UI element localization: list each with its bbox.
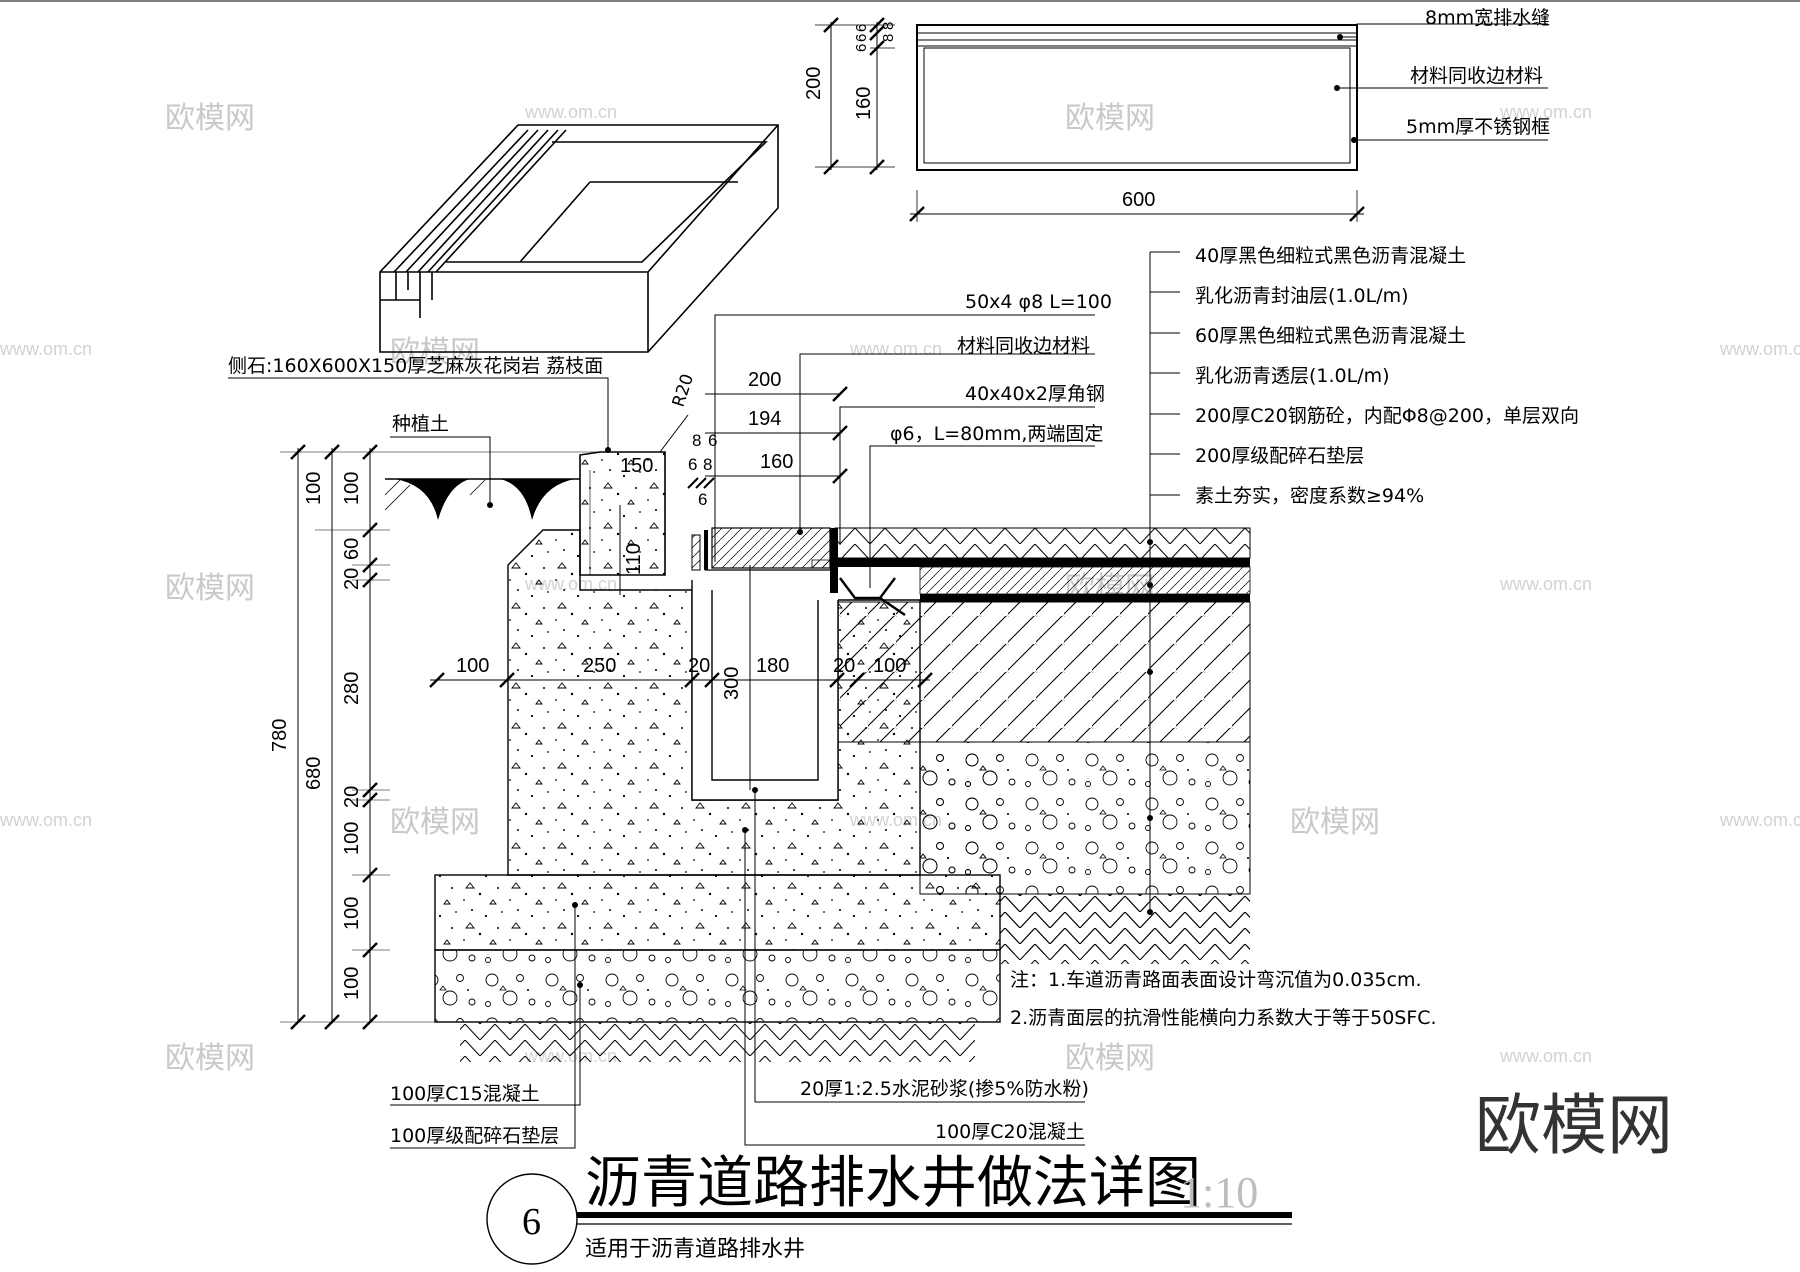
dim-160: 160 — [853, 87, 875, 120]
label-c15: 100厚C15混凝土 — [390, 1083, 540, 1105]
dim-small: 6 — [853, 44, 870, 52]
dim-680: 680 — [303, 757, 325, 790]
drain-concrete-body — [434, 529, 1250, 1062]
left-labels: 侧石:160X600X150厚芝麻灰花岗岩 荔枝面 种植土 100厚C15混凝土… — [228, 355, 611, 1149]
layer-label: 60厚黑色细粒式黑色沥青混凝土 — [1195, 325, 1466, 347]
watermark: 欧模网 — [165, 101, 255, 136]
watermark: 欧模网 — [165, 571, 255, 606]
label-angle-steel: 40x40x2厚角钢 — [965, 383, 1105, 405]
scale-label: 1:10 — [1180, 1168, 1258, 1217]
watermark: 欧模网 — [165, 1041, 255, 1076]
watermark-url: www.om.cn — [1719, 810, 1800, 830]
label-rod: φ6，L=80mm,两端固定 — [890, 423, 1103, 445]
dim-110: 110 — [623, 543, 645, 575]
dim-small: 8 — [880, 22, 897, 30]
dim-60: 60 — [341, 538, 363, 560]
notes: 注：1.车道沥青路面表面设计弯沉值为0.035cm. 2.沥青面层的抗滑性能横向… — [1010, 969, 1437, 1029]
label-steel-bar: 50x4 φ8 L=100 — [965, 291, 1112, 313]
layer-labels: 40厚黑色细粒式黑色沥青混凝土 乳化沥青封油层(1.0L/m) 60厚黑色细粒式… — [1195, 245, 1579, 507]
watermark-url: www.om.cn — [1499, 1046, 1592, 1066]
layer-label: 200厚级配碎石垫层 — [1195, 445, 1364, 467]
dim-280: 280 — [341, 672, 363, 705]
dim-20: 20 — [688, 655, 710, 677]
dim-small: 6 — [853, 24, 870, 32]
layer-label: 40厚黑色细粒式黑色沥青混凝土 — [1195, 245, 1466, 267]
watermark-url: www.om.cn — [1499, 574, 1592, 594]
dim-600: 600 — [1122, 189, 1155, 211]
label-radius: R20 — [669, 372, 698, 410]
watermark-url: www.om.cn — [0, 810, 92, 830]
label-c20: 100厚C20混凝土 — [935, 1121, 1085, 1143]
dim-780: 780 — [269, 719, 291, 752]
note-1: 注：1.车道沥青路面表面设计弯沉值为0.035cm. — [1010, 969, 1422, 991]
dim-200: 200 — [748, 369, 781, 391]
dim-194: 194 — [748, 408, 781, 430]
dim-small: 6 — [698, 490, 707, 509]
dim-small: 8 — [692, 431, 701, 450]
logo: 欧模网 — [1475, 1087, 1673, 1164]
dim-small: 6 — [708, 431, 717, 450]
layer-label: 200厚C20钢筋砼，内配Φ8@200，单层双向 — [1195, 405, 1579, 427]
watermark: 欧模网 — [390, 805, 480, 840]
label-same-material: 材料同收边材料 — [1410, 65, 1543, 87]
watermark: 欧模网 — [1065, 101, 1155, 136]
dim-small: 6 — [688, 455, 697, 474]
label-same-material: 材料同收边材料 — [957, 335, 1090, 357]
page-title: 沥青道路排水井做法详图 — [585, 1151, 1201, 1216]
label-curb: 侧石:160X600X150厚芝麻灰花岗岩 荔枝面 — [228, 355, 603, 377]
horizontal-dimensions: 100 250 20 180 20 100 150 110 300 200 19… — [429, 369, 933, 790]
layer-leaders — [1147, 251, 1180, 915]
dim-small: 8 — [703, 455, 712, 474]
watermark-url: www.om.cn — [1499, 102, 1592, 122]
dim-200: 200 — [803, 67, 825, 100]
layer-label: 乳化沥青透层(1.0L/m) — [1195, 365, 1390, 387]
label-mortar: 20厚1:2.5水泥砂浆(掺5%防水粉) — [800, 1078, 1089, 1100]
granite-curb — [579, 451, 666, 576]
label-steel-frame: 5mm厚不锈钢框 — [1406, 116, 1550, 138]
watermark-url: www.om.cn — [0, 339, 92, 359]
layer-label: 素土夯实，密度系数≥94% — [1195, 485, 1424, 507]
dim-160: 160 — [760, 451, 793, 473]
dim-250: 250 — [583, 655, 616, 677]
watermark-url: www.om.cn — [1719, 339, 1800, 359]
cover-plan-detail: 8mm宽排水缝 材料同收边材料 5mm厚不锈钢框 200 160 6 6 6 8… — [803, 7, 1550, 222]
dim-20: 20 — [341, 568, 363, 590]
label-soil: 种植土 — [392, 413, 449, 435]
dim-small: 6 — [853, 34, 870, 42]
layer-label: 乳化沥青封油层(1.0L/m) — [1195, 285, 1409, 307]
dim-100: 100 — [456, 655, 489, 677]
top-labels: 50x4 φ8 L=100 材料同收边材料 40x40x2厚角钢 φ6，L=80… — [659, 291, 1112, 588]
label-drain-gap: 8mm宽排水缝 — [1425, 7, 1550, 29]
dim-small: 8 — [880, 34, 897, 42]
isometric-grate-view — [379, 124, 779, 353]
dim-150: 150 — [620, 455, 653, 477]
detail-number: 6 — [522, 1201, 541, 1243]
dim-100: 100 — [341, 967, 363, 1000]
vertical-dimensions: 780 680 100 100 60 20 280 20 100 100 100 — [269, 444, 600, 1030]
watermark-url: www.om.cn — [524, 102, 617, 122]
watermark-url: www.om.cn — [849, 339, 942, 359]
watermark: 欧模网 — [1290, 805, 1380, 840]
label-gravel: 100厚级配碎石垫层 — [390, 1125, 559, 1147]
dim-100: 100 — [341, 472, 363, 505]
dim-20: 20 — [833, 655, 855, 677]
watermark: 欧模网 — [1065, 1041, 1155, 1076]
dim-180: 180 — [756, 655, 789, 677]
dim-300: 300 — [721, 667, 743, 700]
dim-100: 100 — [341, 822, 363, 855]
dim-100: 100 — [303, 472, 325, 505]
bottom-labels: 20厚1:2.5水泥砂浆(掺5%防水粉) 100厚C20混凝土 — [742, 787, 1089, 1146]
planting-soil — [384, 478, 580, 520]
title-block: 6 沥青道路排水井做法详图 1:10 适用于沥青道路排水井 — [486, 1151, 1292, 1265]
subtitle: 适用于沥青道路排水井 — [585, 1237, 805, 1262]
dim-100: 100 — [873, 655, 906, 677]
dim-100: 100 — [341, 897, 363, 930]
drain-channel — [691, 527, 906, 801]
note-2: 2.沥青面层的抗滑性能横向力系数大于等于50SFC. — [1010, 1007, 1437, 1029]
dim-20: 20 — [341, 786, 363, 808]
